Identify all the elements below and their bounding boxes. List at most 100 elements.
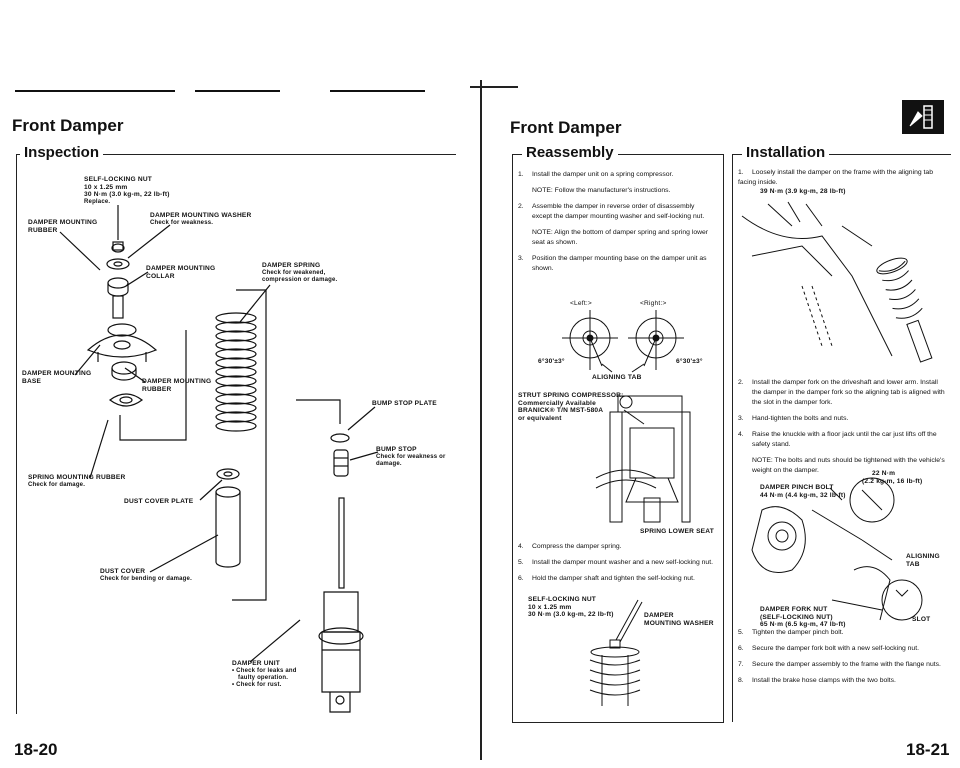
- spring-coil: [215, 348, 257, 360]
- procedure-step: NOTE: Align the bottom of damper spring …: [518, 228, 716, 248]
- reassembly-panel: [512, 154, 724, 723]
- label-base: DAMPER MOUNTING BASE: [22, 370, 92, 385]
- procedure-step: 3. Position the damper mounting base on t…: [518, 254, 716, 274]
- procedure-step: 1. Install the damper unit on a spring co…: [518, 170, 716, 180]
- label-angle-right: 6°30'±3°: [676, 358, 703, 365]
- top-rule-left-3: [330, 90, 425, 92]
- spring-coil: [215, 339, 257, 351]
- section-inspection: Inspection: [20, 144, 104, 161]
- step-number: 2.: [738, 379, 744, 386]
- spring-coil: [215, 357, 257, 369]
- step-number: 4.: [738, 431, 744, 438]
- damper-frame-diagram: [741, 201, 933, 363]
- step-text: Install the brake hose clamps with the t…: [752, 677, 896, 684]
- label-pinch-bolt: DAMPER PINCH BOLT 44 N·m (4.4 kg-m, 32 l…: [760, 484, 846, 499]
- section-reassembly: Reassembly: [522, 144, 618, 161]
- label-damper-unit: DAMPER UNIT • Check for leaks and faulty…: [232, 660, 297, 688]
- label-pinch-torque: 22 N·m (2.2 kg-m, 16 lb-ft): [862, 470, 923, 485]
- page-title-left: Front Damper: [12, 116, 124, 135]
- procedure-step: 6.Secure the damper fork bolt with a new…: [738, 644, 946, 654]
- top-rule-left: [15, 90, 175, 92]
- step-text: Secure the damper assembly to the frame …: [752, 661, 941, 668]
- top-rule-left-2: [195, 90, 280, 92]
- installation-step-1: 1.Loosely install the damper on the fram…: [738, 168, 946, 188]
- step-text: Install the damper unit on a spring comp…: [532, 171, 674, 178]
- damper-fork-diagram: [751, 477, 923, 621]
- spring-coil: [215, 321, 257, 333]
- step-number: 8.: [738, 677, 744, 684]
- procedure-step: 8. Install the brake hose clamps with the…: [738, 676, 946, 686]
- procedure-step: 4. Raise the knuckle with a floor jack un…: [738, 430, 946, 450]
- spring-coil: [215, 375, 257, 387]
- step-text: Raise the knuckle with a floor jack unti…: [752, 431, 937, 448]
- step-number: 5.: [738, 629, 744, 636]
- label-aligning-tab: ALIGNING TAB: [592, 374, 642, 381]
- step-number: 6.: [738, 645, 744, 652]
- installation-panel: [732, 154, 951, 722]
- label-rubber2: DAMPER MOUNTING RUBBER: [142, 378, 212, 393]
- spring-coil: [215, 384, 257, 396]
- step-number: [738, 456, 752, 476]
- step-number: 3.: [518, 255, 524, 262]
- label-bump-stop: BUMP STOP Check for weakness or damage.: [376, 446, 446, 467]
- installation-top-rule: [733, 154, 951, 155]
- step-text: Compress the damper spring.: [532, 543, 622, 550]
- step-number: 1.: [518, 171, 524, 178]
- inspection-rule: [16, 154, 456, 155]
- spring-coil: [215, 393, 257, 405]
- step-number: 3.: [738, 415, 744, 422]
- procedure-step: 4. Compress the damper spring.: [518, 542, 716, 552]
- step-text: Install the damper fork on the driveshaf…: [752, 379, 945, 406]
- section-installation: Installation: [742, 144, 830, 161]
- label-slot: SLOT: [912, 616, 931, 623]
- step-number: 2.: [518, 203, 524, 210]
- damper-exploded-diagram: [59, 205, 379, 713]
- label-spring-lower-seat: SPRING LOWER SEAT: [640, 528, 714, 535]
- procedure-step: 5. Tighten the damper pinch bolt.: [738, 628, 946, 638]
- nut-tightening-diagram: [589, 599, 643, 706]
- label-left: <Left:>: [570, 300, 592, 307]
- label-fork-nut: DAMPER FORK NUT (SELF-LOCKING NUT) 65 N·…: [760, 606, 846, 629]
- mounting-base-alignment-diagram: [562, 310, 684, 373]
- reassembly-top-rule: [513, 154, 723, 155]
- label-dust-plate: DUST COVER PLATE: [124, 498, 194, 505]
- label-aligning-tab-right: ALIGNING TAB: [906, 553, 940, 568]
- step-text: Tighten the damper pinch bolt.: [752, 629, 844, 636]
- label-mounting-rubber: DAMPER MOUNTING RUBBER: [28, 219, 98, 234]
- label-right: <Right:>: [640, 300, 667, 307]
- label-washer-right: DAMPER MOUNTING WASHER: [644, 612, 714, 627]
- damper-spring: [215, 312, 257, 432]
- label-angle-left: 6°30'±3°: [538, 358, 565, 365]
- spring-compressor-diagram: [595, 395, 691, 523]
- page-number-left: 18-20: [14, 740, 58, 759]
- step-text: Assemble the damper in reverse order of …: [532, 203, 705, 220]
- step-number: 7.: [738, 661, 744, 668]
- label-spring-mounting-rubber: SPRING MOUNTING RUBBER Check for damage.: [28, 474, 126, 488]
- installation-steps: 2. Install the damper fork on the drivesh…: [738, 378, 946, 482]
- top-rule-right: [470, 86, 518, 88]
- step-number: [518, 228, 532, 248]
- step-text: Hold the damper shaft and tighten the se…: [532, 575, 695, 582]
- inspection-vrule: [16, 154, 17, 714]
- label-compressor: STRUT SPRING COMPRESSOR: Commercially Av…: [518, 392, 624, 422]
- step-text: Hand-tighten the bolts and nuts.: [752, 415, 849, 422]
- step-text: NOTE: The bolts and nuts should be tight…: [752, 457, 945, 474]
- label-nut-right: SELF-LOCKING NUT 10 x 1.25 mm 30 N·m (3.…: [528, 596, 614, 619]
- procedure-step: 2. Assemble the damper in reverse order o…: [518, 202, 716, 222]
- step-number: 6.: [518, 575, 524, 582]
- step-text: Position the damper mounting base on the…: [532, 255, 707, 272]
- procedure-step: 2. Install the damper fork on the drivesh…: [738, 378, 946, 408]
- step-text: Install the damper mount washer and a ne…: [532, 559, 713, 566]
- label-bump-stop-plate: BUMP STOP PLATE: [372, 400, 437, 407]
- spring-coil: [215, 312, 257, 324]
- procedure-step: NOTE: The bolts and nuts should be tight…: [738, 456, 946, 476]
- spring-coil: [215, 366, 257, 378]
- step-number: 4.: [518, 543, 524, 550]
- damper-tab-emblem: [902, 100, 944, 134]
- procedure-step: 6. Hold the damper shaft and tighten the …: [518, 574, 716, 584]
- spring-coil: [215, 402, 257, 414]
- binding-line: [480, 80, 482, 760]
- page-title-right: Front Damper: [510, 118, 622, 137]
- procedure-step: 5.Install the damper mount washer and a …: [518, 558, 716, 568]
- reassembly-steps: 1. Install the damper unit on a spring co…: [518, 170, 716, 280]
